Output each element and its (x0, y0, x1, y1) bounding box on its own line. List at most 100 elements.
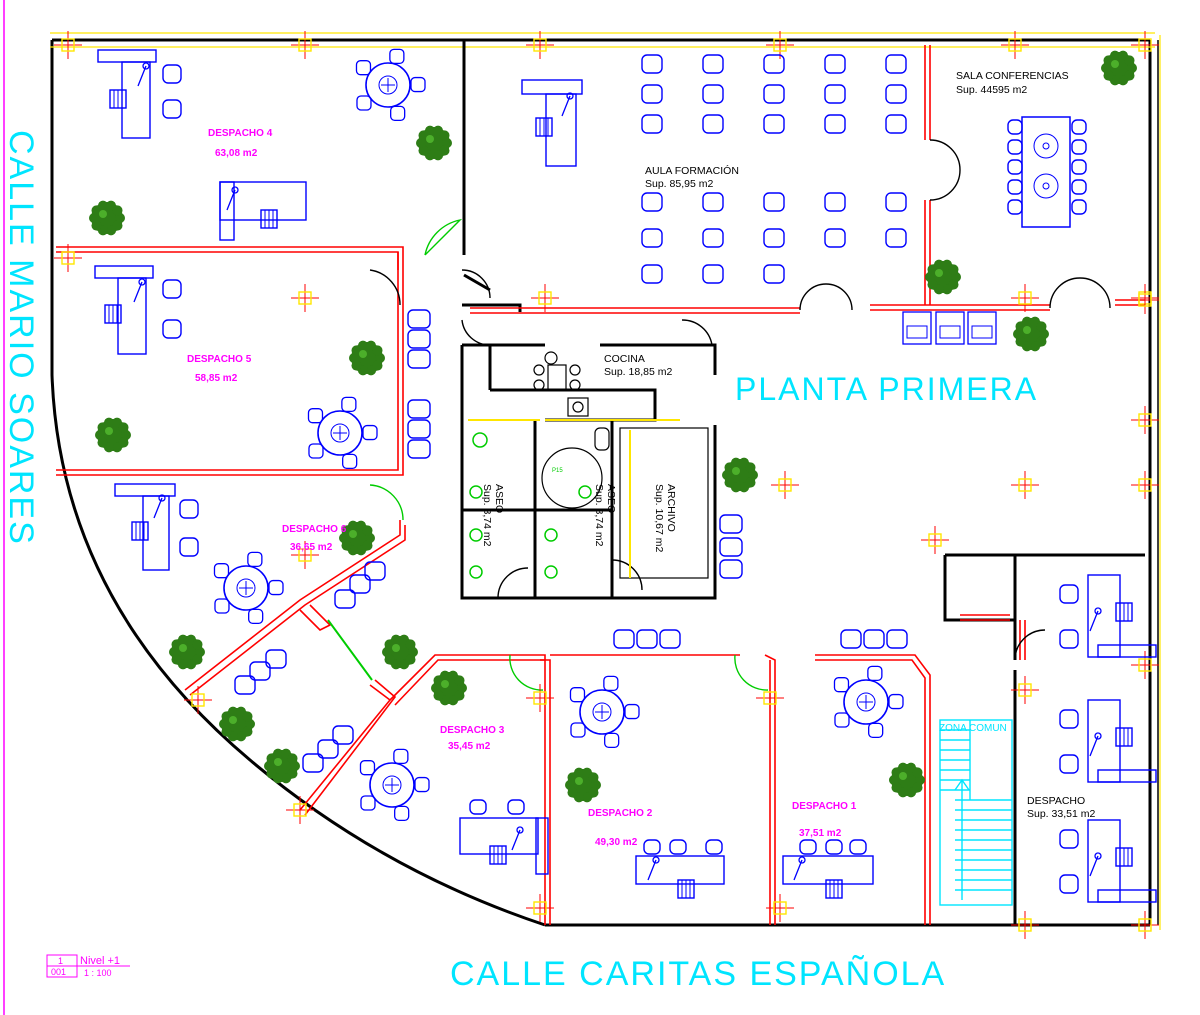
area-despacho-6: 36,65 m2 (290, 542, 333, 553)
chair-icon (1071, 119, 1087, 135)
round-table-icon (307, 396, 378, 470)
desk-icon (521, 79, 583, 117)
grid-marker (1131, 406, 1159, 434)
chair-icon (824, 192, 846, 212)
label-despacho-4: DESPACHO 4 (208, 128, 273, 139)
chair-icon (1059, 584, 1079, 604)
chair-icon (407, 309, 431, 329)
chair-icon (1007, 159, 1023, 175)
desk-icon (97, 49, 157, 87)
desk-icon (114, 483, 176, 519)
stamp-num: 1 (58, 956, 63, 966)
chair-icon (849, 839, 867, 855)
furniture (94, 48, 1157, 903)
chair-icon (641, 228, 663, 248)
round-table-icon (355, 48, 426, 122)
chair-icon (407, 419, 431, 439)
sofa-icon (967, 311, 997, 345)
plant-icon (722, 457, 758, 493)
chair-icon (636, 629, 658, 649)
doors-black (369, 139, 1111, 661)
chair-icon (1007, 179, 1023, 195)
desk-icon (219, 181, 235, 241)
chair-icon (1059, 874, 1079, 894)
chair-icon (824, 114, 846, 134)
chair-icon (162, 64, 182, 84)
grid-marker (291, 541, 319, 569)
plant-icon (169, 634, 205, 670)
desk-icon (117, 277, 147, 355)
chair-icon (1071, 159, 1087, 175)
label-p15: P15 (552, 468, 563, 474)
grid-marker (1011, 676, 1039, 704)
chair-icon (332, 725, 354, 745)
grid-marker (54, 31, 82, 59)
chair-icon (613, 629, 635, 649)
area-despacho: Sup. 33,51 m2 (1027, 808, 1095, 820)
area-aseo-1: Sup. 8,74 m2 (481, 484, 493, 547)
chair-icon (407, 329, 431, 349)
chair-icon (719, 559, 743, 579)
chair-icon (669, 839, 687, 855)
plant-icon (416, 125, 452, 161)
exterior-walls (50, 38, 1159, 927)
chair-icon (763, 114, 785, 134)
desk-icon (635, 855, 725, 885)
label-despacho-1: DESPACHO 1 (792, 801, 857, 812)
stamp-level: Nivel +1 (80, 955, 120, 967)
chair-icon (641, 54, 663, 74)
plant-icon (264, 748, 300, 784)
chair-icon (705, 839, 723, 855)
desk-icon (545, 93, 577, 167)
chair-icon (1071, 139, 1087, 155)
plant-icon (431, 670, 467, 706)
chair-icon (643, 839, 661, 855)
grid-marker (286, 796, 314, 824)
chair-icon (179, 499, 199, 519)
grid-marker (766, 894, 794, 922)
chair-icon (885, 192, 907, 212)
chair-icon (349, 574, 371, 594)
grid-marker (291, 284, 319, 312)
plant-icon (565, 767, 601, 803)
label-aseo-2: ASEO (605, 484, 617, 513)
chair-icon (763, 54, 785, 74)
chair-icon (641, 114, 663, 134)
chair-icon (1007, 119, 1023, 135)
chair-icon (317, 739, 339, 759)
round-table-icon (833, 665, 904, 739)
chair-icon (162, 279, 182, 299)
plant-icon (1101, 50, 1137, 86)
grid-marker (526, 684, 554, 712)
sofa-icon (902, 311, 932, 345)
chair-icon (234, 675, 256, 695)
chair-icon (763, 192, 785, 212)
plant-icon (95, 417, 131, 453)
label-archivo: ARCHIVO (665, 484, 677, 532)
chair-icon (824, 54, 846, 74)
chair-icon (702, 264, 724, 284)
office-chair-icon (104, 304, 122, 324)
area-cocina: Sup. 18,85 m2 (604, 366, 672, 378)
chair-icon (1007, 199, 1023, 215)
desk-icon (1097, 644, 1157, 658)
axis-lines (50, 32, 1161, 930)
chair-icon (334, 589, 356, 609)
chair-icon (763, 84, 785, 104)
chair-icon (302, 753, 324, 773)
chair-icon (702, 192, 724, 212)
label-aseo-1: ASEO (493, 484, 505, 513)
area-despacho-5: 58,85 m2 (195, 373, 238, 384)
grid-marker (1131, 651, 1159, 679)
grid-marker (54, 244, 82, 272)
plan-title: PLANTA PRIMERA (735, 371, 1038, 407)
chair-icon (885, 54, 907, 74)
plant-icon (889, 762, 925, 798)
chair-icon (702, 84, 724, 104)
chair-icon (507, 799, 525, 815)
chair-icon (799, 839, 817, 855)
area-aula: Sup. 85,95 m2 (645, 178, 713, 190)
chair-icon (702, 54, 724, 74)
stamp-scale: 1 : 100 (84, 968, 112, 978)
